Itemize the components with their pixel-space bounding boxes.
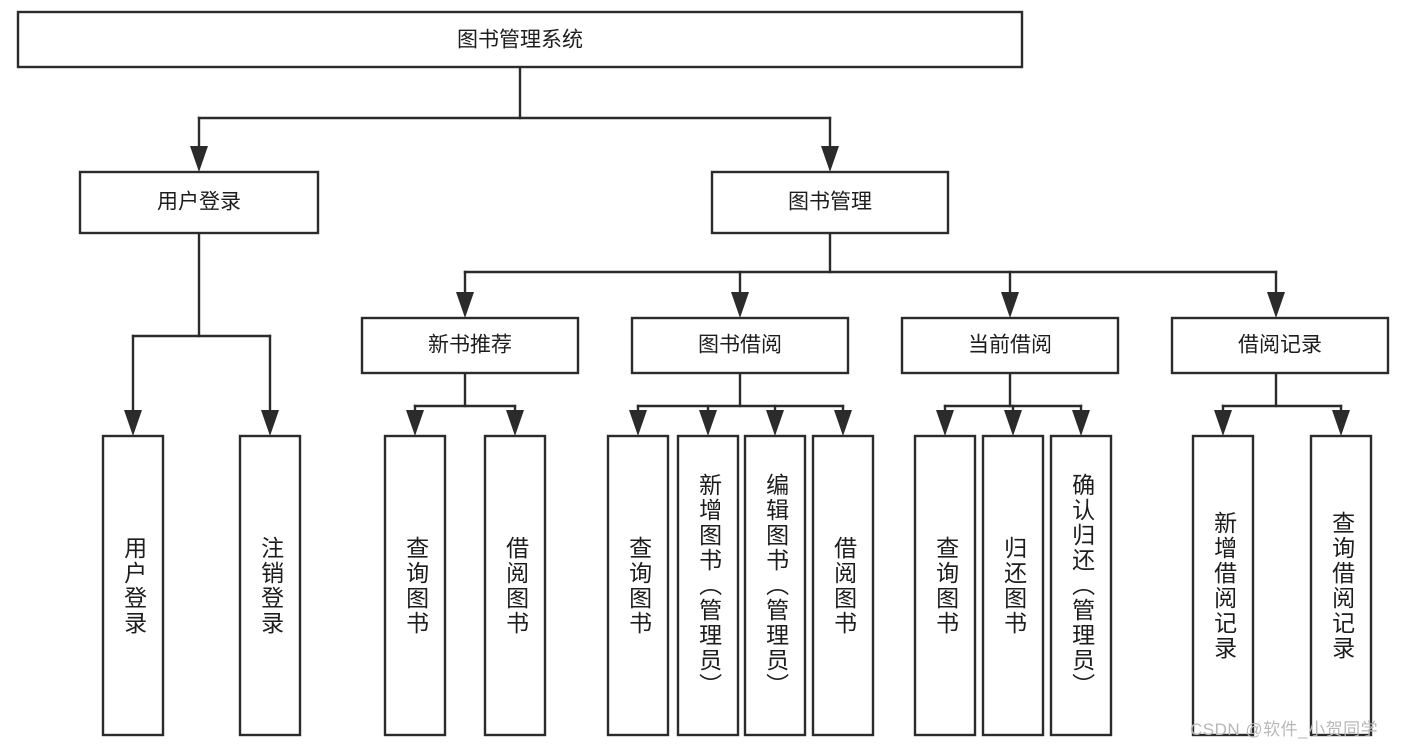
arrowhead-leaf-query-book-recommend [406,410,424,436]
node-book-management[interactable]: 图书管理 [710,170,950,235]
node-root-label: 图书管理系统 [457,29,583,52]
arrowhead-leaf-borrow-book-recommend [506,410,524,436]
arrowhead-borrow-records [1267,292,1285,318]
node-current-borrow[interactable]: 当前借阅 [900,316,1120,375]
connector-group-borrow-records [1214,371,1350,436]
arrowhead-leaf-add-book-admin [699,410,717,436]
connector-group-book-management [456,231,1285,318]
arrowhead-leaf-confirm-return-admin [1072,410,1090,436]
node-book-borrow-box[interactable] [630,316,850,375]
node-book-management-label: 图书管理 [788,191,872,214]
leaf-add-borrow-record-box[interactable] [1191,434,1255,737]
node-root-box[interactable] [16,10,1024,69]
leaf-borrow-book-box[interactable] [811,434,875,737]
node-new-book-recommend-box[interactable] [360,316,580,375]
node-borrow-records[interactable]: 借阅记录 [1170,316,1390,375]
node-root[interactable]: 图书管理系统 [16,10,1024,69]
node-current-borrow-label: 当前借阅 [968,334,1052,357]
arrowhead-new-book-recommend [456,292,474,318]
arrowhead-leaf-query-book-borrow [629,410,647,436]
node-borrow-records-box[interactable] [1170,316,1390,375]
leaf-query-book-recommend-box[interactable] [383,434,447,737]
node-current-borrow-box[interactable] [900,316,1120,375]
leaf-query-book-borrow-box[interactable] [606,434,670,737]
leaf-borrow-book-recommend-box[interactable] [483,434,547,737]
connector-group-current-borrow [936,371,1090,436]
leaf-return-book-box[interactable] [981,434,1045,737]
node-user-login-label: 用户登录 [157,191,241,214]
node-new-book-recommend-label: 新书推荐 [428,334,512,357]
connector-group-book-borrow [629,371,852,436]
connector-group-root [190,65,839,172]
node-book-management-box[interactable] [710,170,950,235]
node-user-login-box[interactable] [78,170,320,235]
arrowhead-book-management [821,146,839,172]
arrowhead-user-login [190,146,208,172]
node-borrow-records-label: 借阅记录 [1238,334,1322,357]
arrowhead-leaf-user-login [124,410,142,436]
node-new-book-recommend[interactable]: 新书推荐 [360,316,580,375]
leaf-add-book-admin-box[interactable] [676,434,740,737]
arrowhead-leaf-add-borrow-record [1214,410,1232,436]
node-user-login[interactable]: 用户登录 [78,170,320,235]
arrowhead-leaf-borrow-book [834,410,852,436]
node-book-borrow[interactable]: 图书借阅 [630,316,850,375]
arrowhead-current-borrow [1001,292,1019,318]
csdn-watermark: CSDN @软件_小贺同学 [1190,720,1379,739]
arrowhead-leaf-query-borrow-record [1332,410,1350,436]
leaf-confirm-return-admin-box[interactable] [1049,434,1113,737]
leaf-logout-login-box[interactable] [238,434,302,737]
leaf-query-book-current-box[interactable] [913,434,977,737]
arrowhead-leaf-query-book-current [936,410,954,436]
arrowhead-leaf-logout-login [261,410,279,436]
arrowhead-leaf-return-book [1004,410,1022,436]
connector-group-user-login [124,231,279,436]
leaf-query-borrow-record-box[interactable] [1309,434,1373,737]
leaf-user-login-box[interactable] [101,434,165,737]
leaf-edit-book-admin-box[interactable] [743,434,807,737]
arrowhead-book-borrow [731,292,749,318]
connector-group-new-book-recommend [406,371,524,436]
node-book-borrow-label: 图书借阅 [698,334,782,357]
arrowhead-leaf-edit-book-admin [766,410,784,436]
